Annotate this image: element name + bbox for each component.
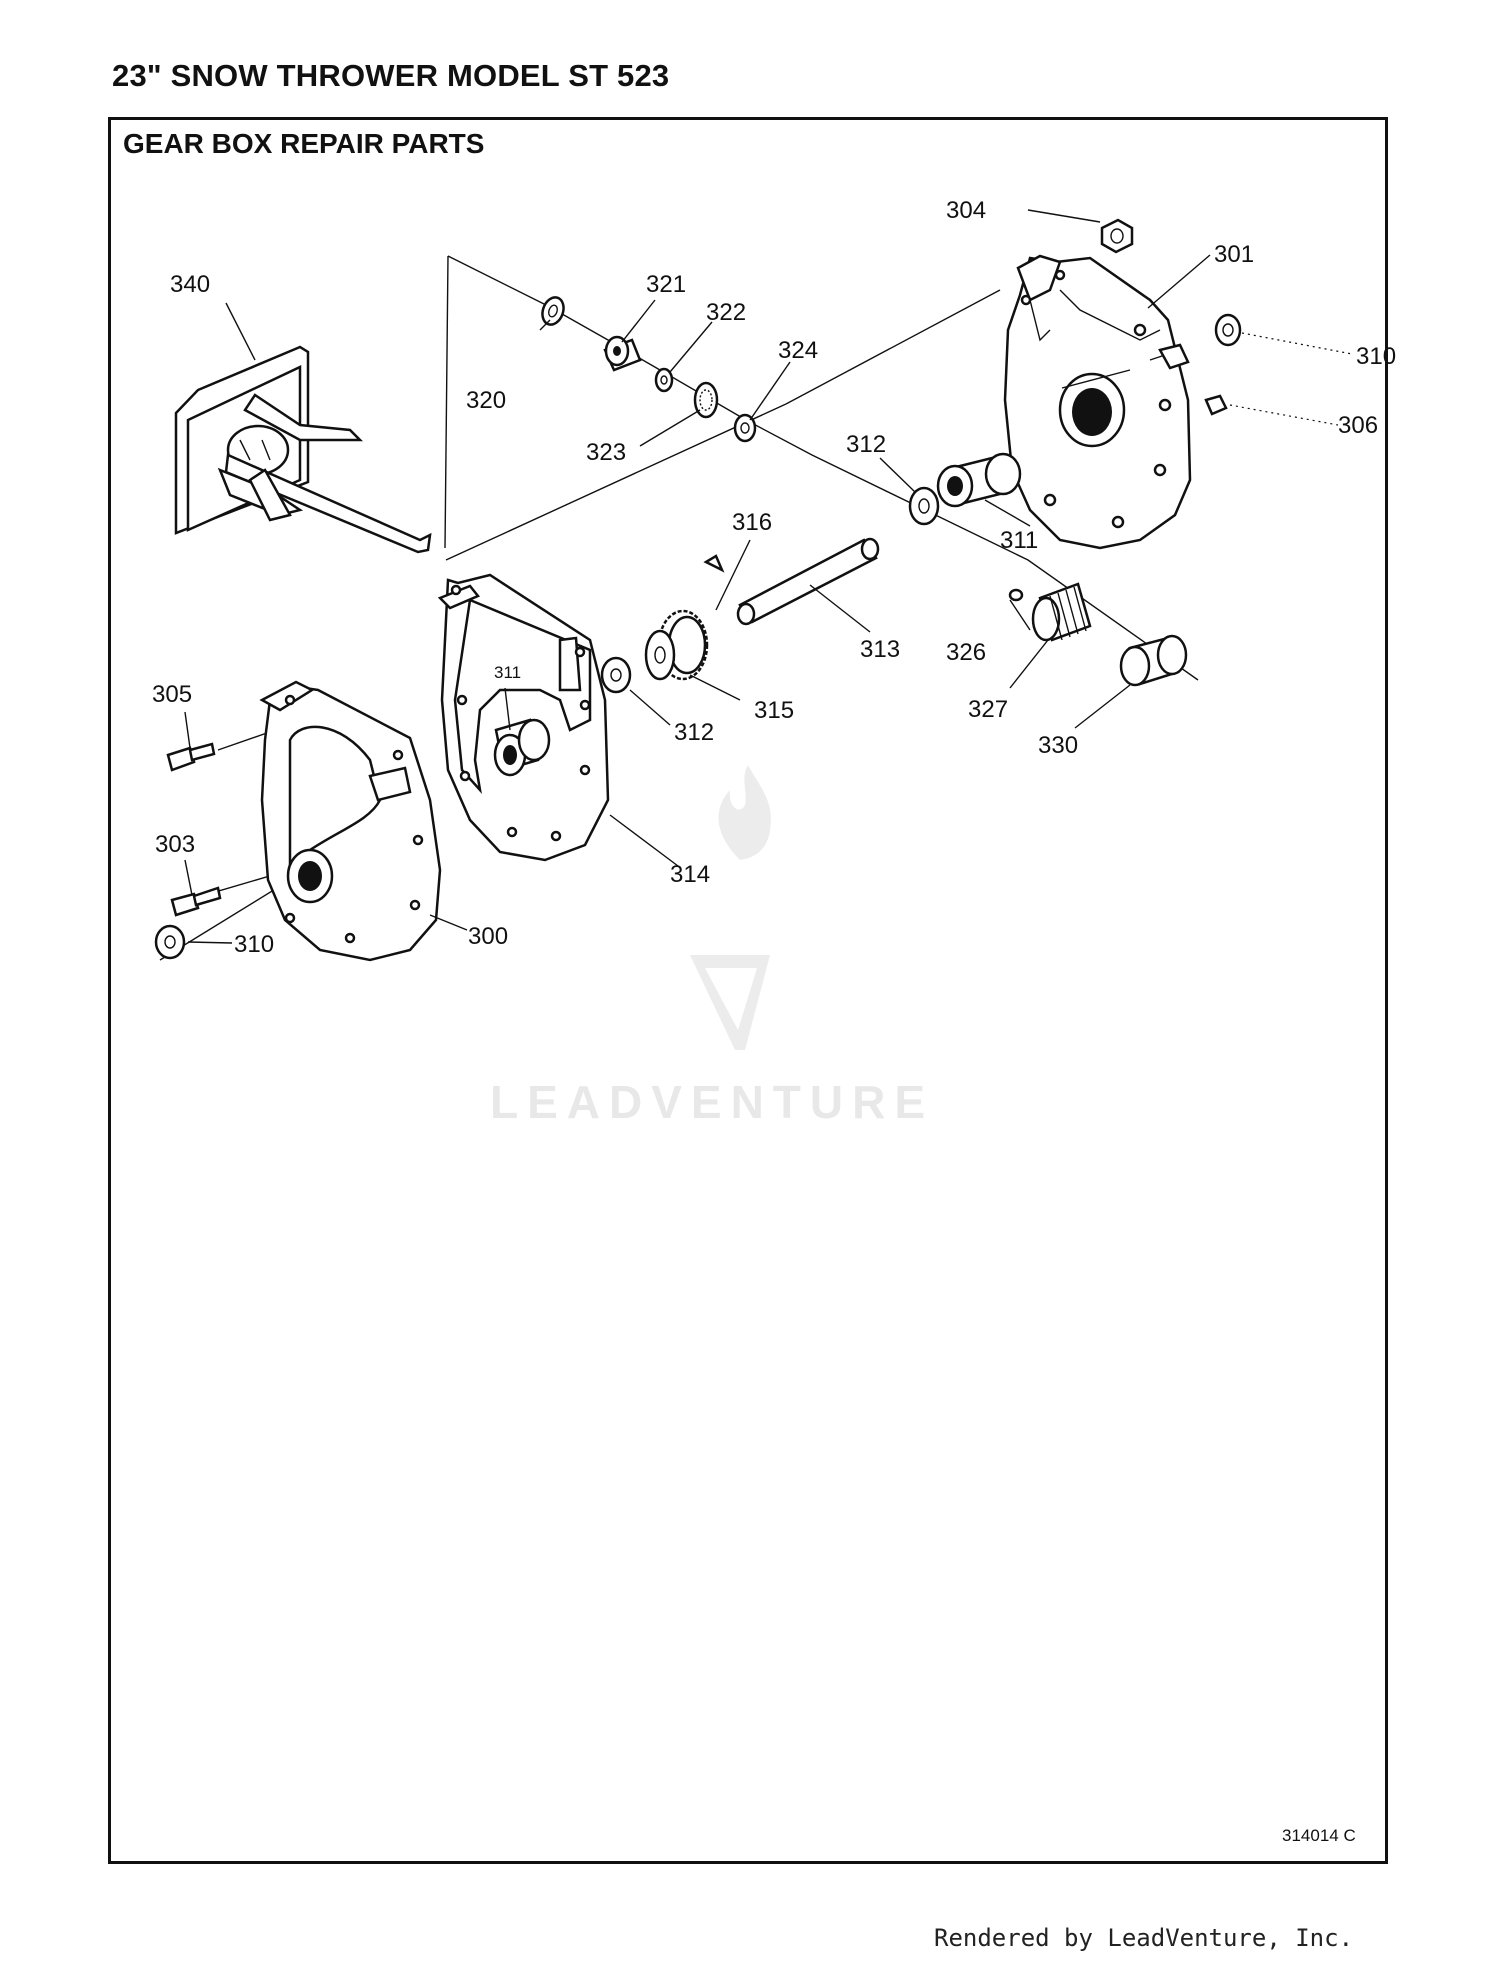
part-316-key xyxy=(703,554,725,573)
part-304-nut xyxy=(1100,218,1134,254)
part-323-lock-washer xyxy=(693,381,719,419)
callout-310-right: 310 xyxy=(1356,343,1396,370)
callout-320: 320 xyxy=(466,387,506,414)
part-310-washer-left xyxy=(154,924,186,960)
callout-312-upper: 312 xyxy=(846,431,886,458)
callout-leaders xyxy=(184,209,1353,944)
part-324-washer xyxy=(733,413,757,443)
callout-306: 306 xyxy=(1338,412,1378,439)
part-311-bearing-lower xyxy=(493,718,551,777)
callout-305: 305 xyxy=(152,681,192,708)
part-340-auger-plate xyxy=(174,345,432,554)
footer-credit: Rendered by LeadVenture, Inc. xyxy=(934,1924,1354,1952)
part-322-washer xyxy=(654,367,674,393)
callout-323: 323 xyxy=(586,439,626,466)
callout-301: 301 xyxy=(1214,241,1254,268)
callout-316: 316 xyxy=(732,509,772,536)
part-303-bolt xyxy=(170,886,222,917)
part-312-spacer-lower xyxy=(600,656,632,694)
page-title: 23" SNOW THROWER MODEL ST 523 xyxy=(112,58,670,93)
part-327-worm-gear xyxy=(1031,582,1092,642)
part-300-gearbox-housing-left xyxy=(259,680,442,962)
callout-327: 327 xyxy=(968,696,1008,723)
part-330-bushing xyxy=(1119,634,1188,687)
callout-321: 321 xyxy=(646,271,686,298)
part-301-gearbox-housing-right xyxy=(1003,254,1192,550)
callout-324: 324 xyxy=(778,337,818,364)
part-314-gasket xyxy=(437,573,610,862)
part-312-spacer-upper xyxy=(908,486,940,526)
part-315-gear xyxy=(644,609,709,681)
callout-326: 326 xyxy=(946,639,986,666)
callout-313: 313 xyxy=(860,636,900,663)
part-306-setscrew xyxy=(1204,394,1228,416)
callout-304: 304 xyxy=(946,197,986,224)
callout-330: 330 xyxy=(1038,732,1078,759)
part-320-washer xyxy=(541,296,565,326)
callout-322: 322 xyxy=(706,299,746,326)
part-305-bolt xyxy=(166,742,216,772)
part-310-washer-right xyxy=(1214,313,1242,347)
callout-311-lower: 311 xyxy=(494,663,521,682)
part-311-bearing-upper xyxy=(936,452,1022,508)
callout-340: 340 xyxy=(170,271,210,298)
callout-300: 300 xyxy=(468,923,508,950)
part-326-key xyxy=(1008,588,1024,602)
callout-303: 303 xyxy=(155,831,195,858)
part-313-shaft xyxy=(736,537,880,626)
section-title: GEAR BOX REPAIR PARTS xyxy=(123,128,485,159)
drawing-id: 314014 C xyxy=(1282,1826,1356,1845)
callout-310-left: 310 xyxy=(234,931,274,958)
callout-312-lower: 312 xyxy=(674,719,714,746)
diagram-frame xyxy=(108,117,1388,1864)
callout-311-upper: 311 xyxy=(1000,527,1038,554)
callout-315: 315 xyxy=(754,697,794,724)
callout-314: 314 xyxy=(670,861,710,888)
part-321-bushing xyxy=(603,335,642,372)
callout-labels: 304 301 310 306 340 320 321 322 323 324 … xyxy=(152,197,1396,958)
